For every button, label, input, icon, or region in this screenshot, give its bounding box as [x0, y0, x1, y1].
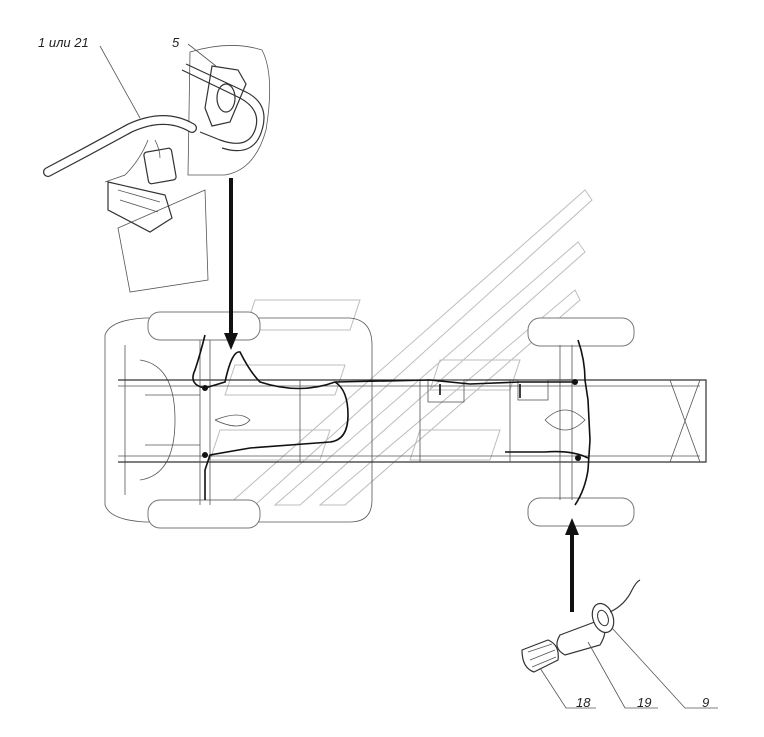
- callout-19: 19: [587, 641, 658, 710]
- callout-label-9: 9: [702, 695, 709, 710]
- arrow-to-chassis-rear: [565, 518, 579, 612]
- callout-label-5: 5: [172, 35, 180, 50]
- callout-label-19: 19: [637, 695, 651, 710]
- callout-1-or-21: 1 или 21: [38, 35, 141, 119]
- callout-5: 5: [172, 35, 217, 67]
- rear-left-wheel: [527, 317, 635, 347]
- arrow-to-chassis-front: [224, 178, 238, 350]
- detail-harness-connector: [43, 115, 209, 293]
- front-right-wheel: [147, 499, 261, 529]
- detail-plug-parts: [521, 579, 641, 673]
- wiring-harness: [192, 334, 591, 506]
- callout-9: 9: [611, 627, 718, 710]
- callout-label-18: 18: [576, 695, 591, 710]
- callout-18: 18: [539, 667, 596, 710]
- detail-cable-clamp: [181, 45, 271, 176]
- rear-right-wheel: [527, 497, 635, 527]
- chassis-outline: [104, 311, 707, 529]
- callout-label-1-or-21: 1 или 21: [38, 35, 89, 50]
- watermark-logo: [209, 189, 593, 506]
